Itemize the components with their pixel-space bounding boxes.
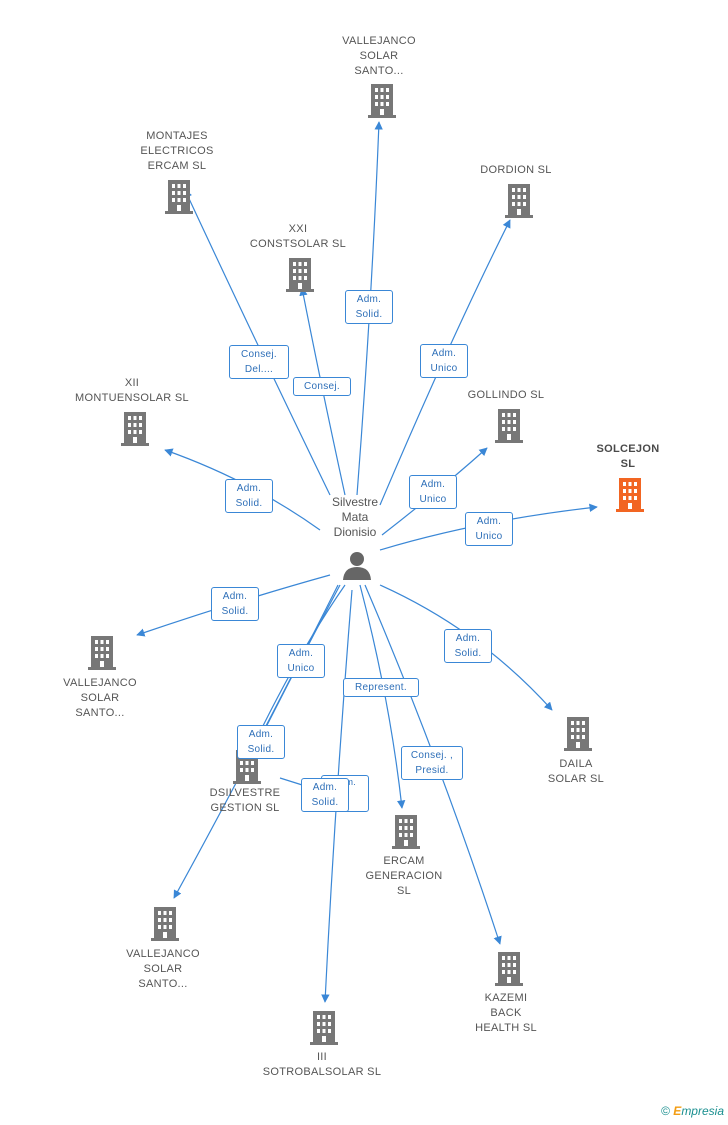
node-label-vallejanco-left[interactable]: VALLEJANCO SOLAR SANTO...: [63, 677, 137, 719]
role-label[interactable]: Consej. Del....: [229, 345, 289, 379]
building-icon-highlight[interactable]: [614, 478, 646, 512]
node-label-kazemi[interactable]: KAZEMI BACK HEALTH SL: [475, 992, 537, 1034]
role-label[interactable]: Adm. Unico: [277, 644, 325, 678]
role-label[interactable]: Consej. , Presid.: [401, 746, 463, 780]
brand-logo-e: E: [673, 1104, 682, 1118]
building-icon[interactable]: [390, 815, 422, 849]
role-label[interactable]: Adm. Solid.: [444, 629, 492, 663]
node-label-dsilvestre[interactable]: DSILVESTRE GESTION SL: [209, 787, 281, 814]
node-label-ercam[interactable]: ERCAM GENERACION SL: [365, 855, 443, 897]
building-icon[interactable]: [149, 907, 181, 941]
node-label-montajes[interactable]: MONTAJES ELECTRICOS ERCAM SL: [140, 130, 214, 172]
node-label-vallejanco-bottom[interactable]: VALLEJANCO SOLAR SANTO...: [126, 948, 200, 990]
building-icon[interactable]: [119, 412, 151, 446]
role-label[interactable]: Adm. Unico: [409, 475, 457, 509]
role-label[interactable]: Adm. Solid.: [225, 479, 273, 513]
brand-logo-text: mpresia: [681, 1104, 724, 1118]
building-icon[interactable]: [86, 636, 118, 670]
building-icon[interactable]: [163, 180, 195, 214]
node-label-daila[interactable]: DAILA SOLAR SL: [547, 758, 605, 785]
node-label-dordion[interactable]: DORDION SL: [480, 164, 552, 176]
node-label-xxi[interactable]: XXI CONSTSOLAR SL: [249, 223, 347, 250]
building-icon[interactable]: [503, 184, 535, 218]
building-icon[interactable]: [284, 258, 316, 292]
building-icon[interactable]: [562, 717, 594, 751]
edge-montajes: [184, 189, 331, 496]
building-icon[interactable]: [493, 409, 525, 443]
role-label[interactable]: Adm. Solid.: [237, 725, 285, 759]
copyright-icon: ©: [661, 1104, 670, 1118]
node-label-gollindo[interactable]: GOLLINDO SL: [467, 389, 545, 401]
role-label[interactable]: Consej.: [293, 377, 351, 396]
edge-ercam: [359, 584, 406, 809]
role-label[interactable]: Adm. Solid.: [301, 778, 349, 812]
building-icon[interactable]: [366, 84, 398, 118]
role-label[interactable]: Adm. Unico: [465, 512, 513, 546]
building-icon[interactable]: [493, 952, 525, 986]
node-label-solcejon[interactable]: SOLCEJON SL: [596, 443, 660, 470]
role-label[interactable]: Adm. Solid.: [345, 290, 393, 324]
node-label-xii[interactable]: XII MONTUENSOLAR SL: [75, 377, 189, 404]
role-label[interactable]: Represent.: [343, 678, 419, 697]
brand-footer: © Empresia: [661, 1104, 724, 1118]
role-label[interactable]: Adm. Unico: [420, 344, 468, 378]
center-person-label[interactable]: Silvestre Mata Dionisio: [331, 495, 378, 539]
building-icon[interactable]: [308, 1011, 340, 1045]
node-label-sotrobal[interactable]: III SOTROBALSOLAR SL: [262, 1051, 382, 1078]
role-label[interactable]: Adm. Solid.: [211, 587, 259, 621]
person-icon[interactable]: [342, 551, 372, 581]
node-label-vallejanco-top[interactable]: VALLEJANCO SOLAR SANTO...: [342, 35, 416, 77]
